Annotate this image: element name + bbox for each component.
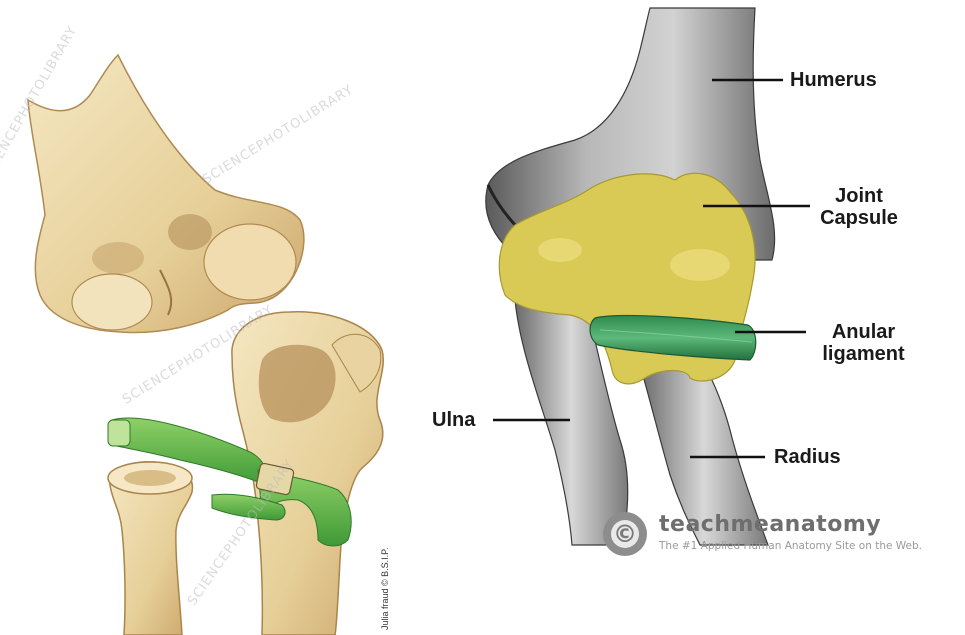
brand-name: teachmeanatomy: [659, 512, 881, 537]
left-humerus-capitulum: [204, 224, 296, 300]
brand-watermark: © teachmeanatomy The #1 Applied Human An…: [603, 512, 963, 558]
copyright-logo-icon: ©: [603, 512, 647, 556]
left-humerus-fossa-1: [168, 214, 212, 250]
label-humerus: Humerus: [790, 69, 877, 91]
joint-capsule-highlight-1: [538, 238, 582, 262]
label-anular-ligament: Anular ligament: [806, 321, 921, 365]
label-joint-capsule-line1: Joint: [814, 185, 904, 207]
left-humerus-fossa-2: [92, 242, 144, 274]
label-ulna: Ulna: [432, 409, 475, 431]
left-radius-fovea: [124, 470, 176, 486]
label-anular-ligament-line2: ligament: [806, 343, 921, 365]
brand-tagline: The #1 Applied Human Anatomy Site on the…: [659, 540, 922, 552]
label-joint-capsule-line2: Capsule: [814, 207, 904, 229]
joint-capsule-highlight-2: [670, 249, 730, 281]
image-credit: Julia fraud © B.S.I.P.: [380, 547, 390, 630]
right-illustration: [486, 8, 775, 545]
left-ligament-cut-end: [108, 420, 130, 446]
left-humerus-trochlea: [72, 274, 152, 330]
label-joint-capsule: Joint Capsule: [814, 185, 904, 229]
label-anular-ligament-line1: Anular: [806, 321, 921, 343]
copyright-glyph: ©: [603, 512, 647, 556]
label-radius: Radius: [774, 446, 841, 468]
